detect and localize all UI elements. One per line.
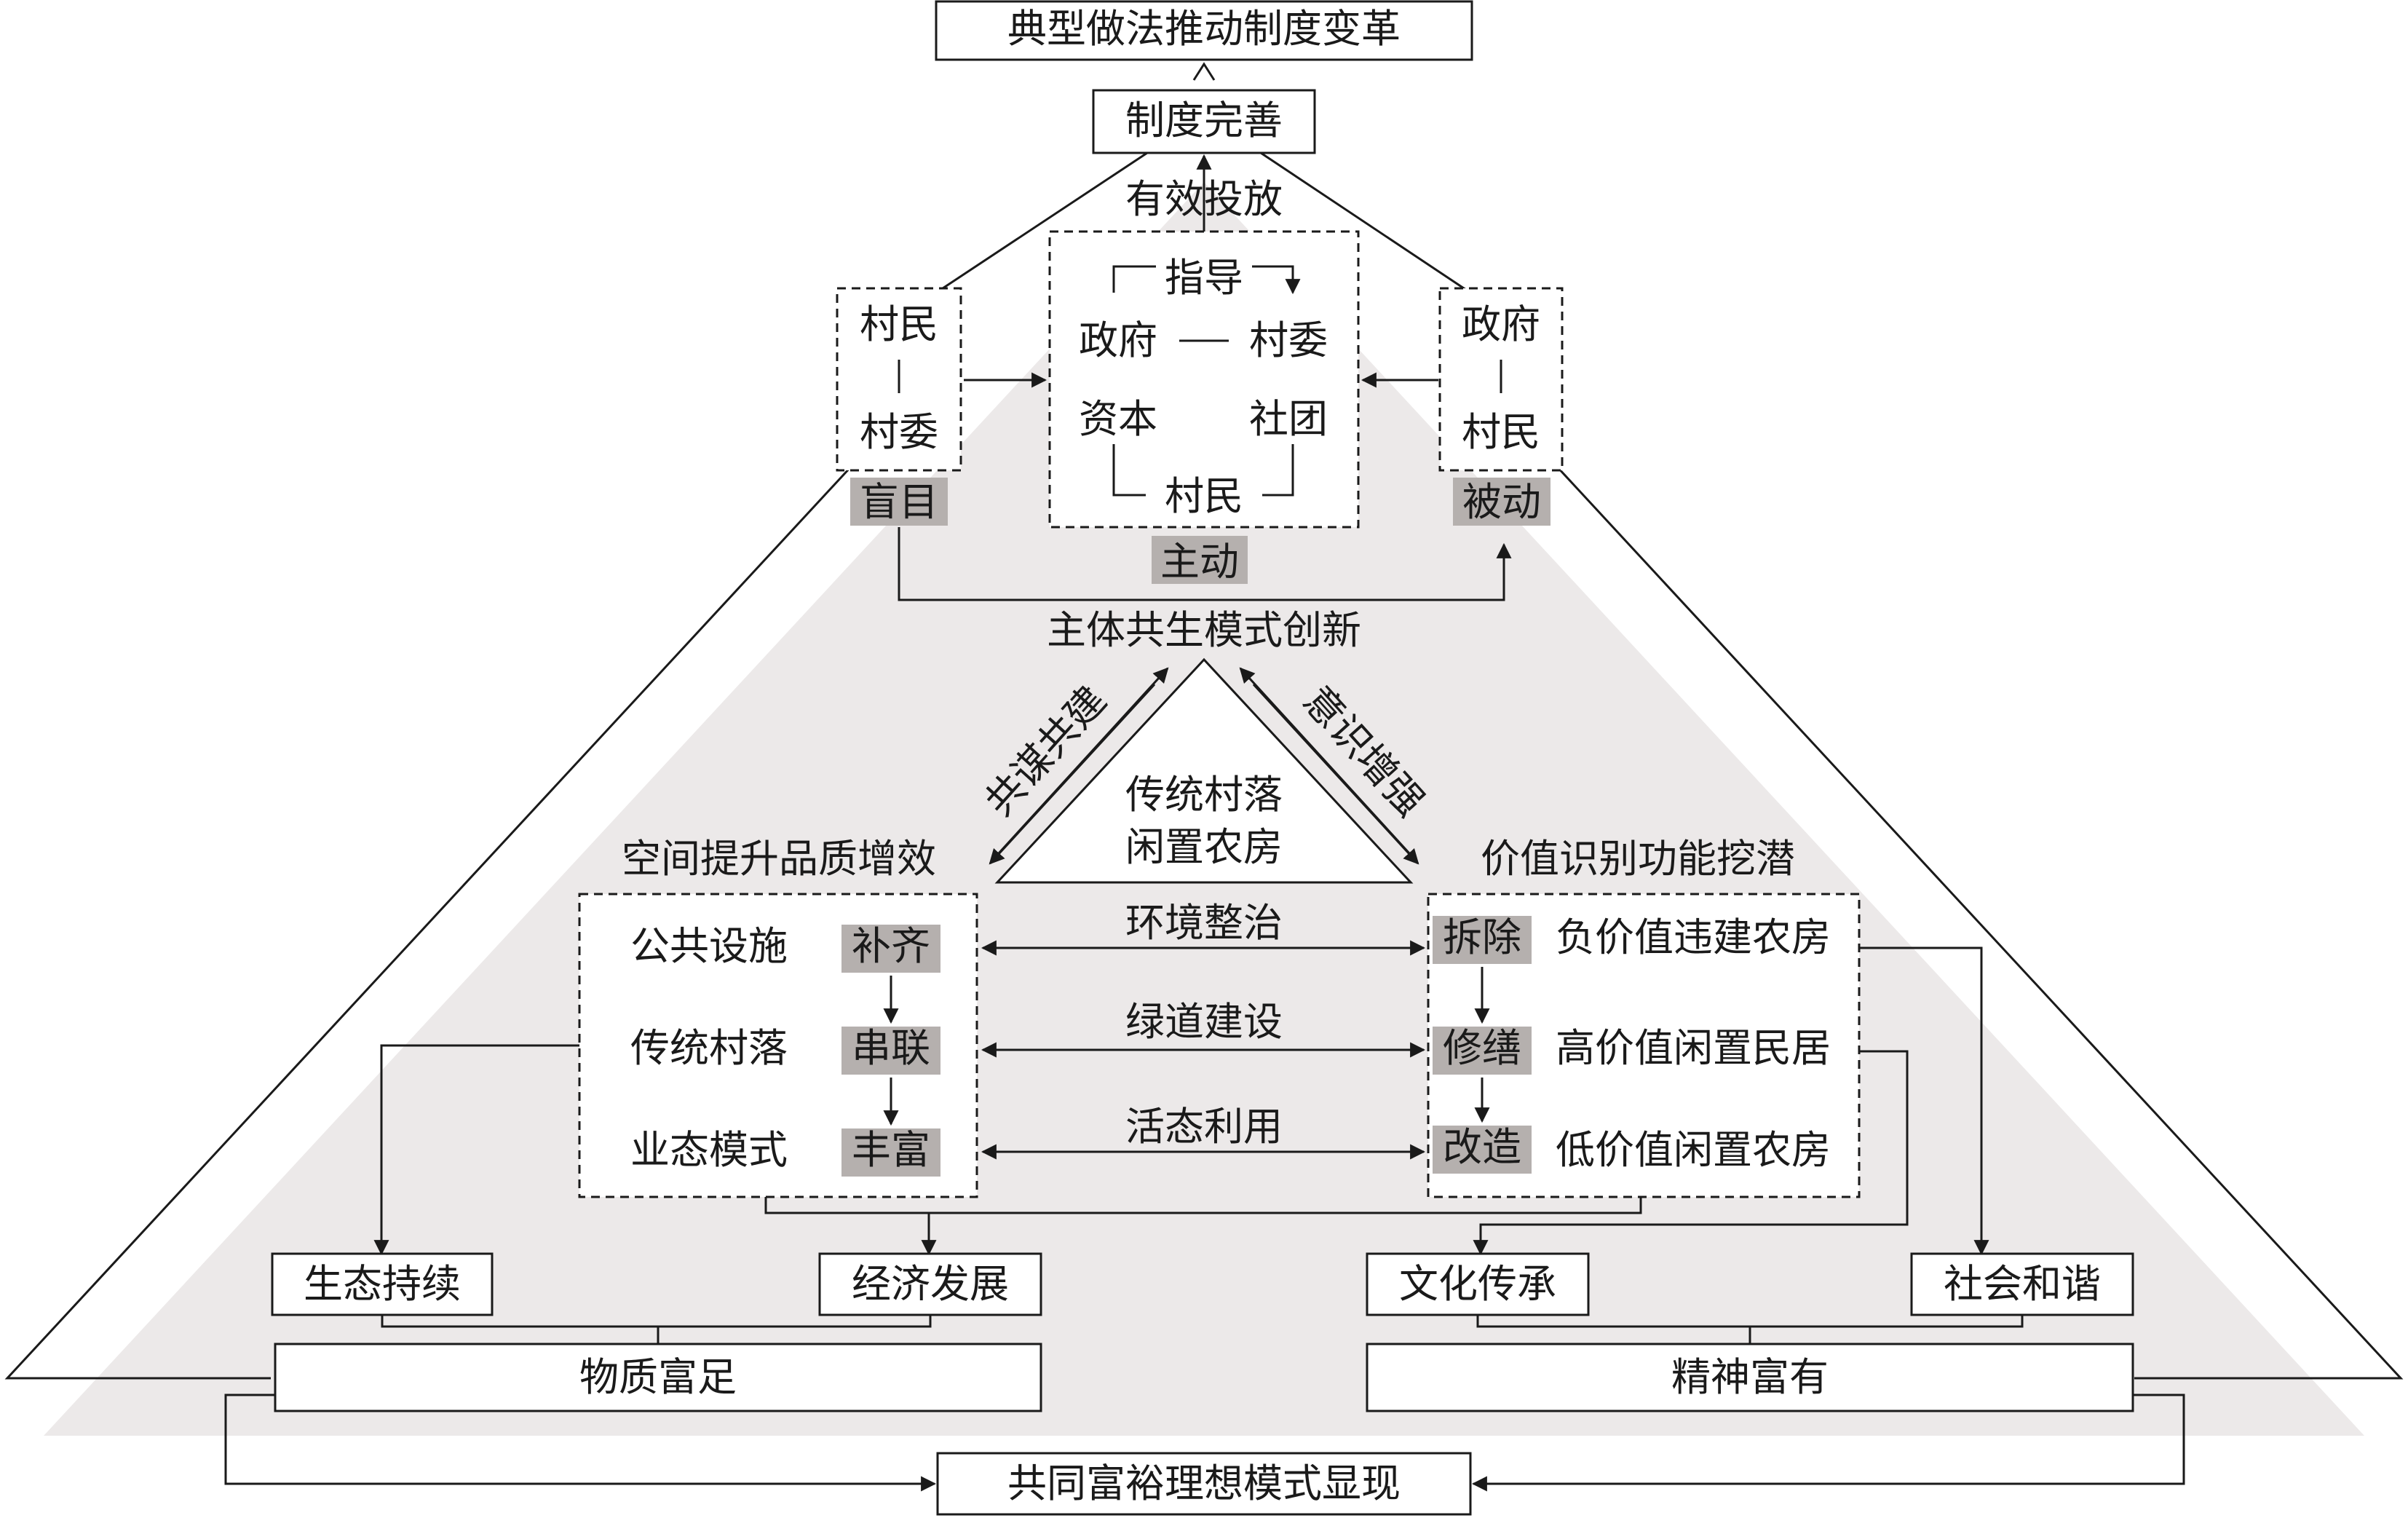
top-notch [1192, 62, 1216, 81]
value-row-2-item: 高价值闲置民居 [1556, 1025, 1831, 1071]
link-label-2: 绿道建设 [1125, 999, 1283, 1045]
material-box [274, 1343, 1042, 1412]
innovation-label: 主体共生模式创新 [1047, 607, 1361, 653]
title-box [935, 0, 1473, 61]
social-label: 社会和谐 [1944, 1261, 2101, 1307]
value-row-1-highlight [1433, 916, 1532, 964]
left-committee: 村委 [860, 409, 938, 455]
econ-label: 经济发展 [852, 1261, 1009, 1307]
left-edge-arrow-down [989, 683, 1156, 865]
blind-highlight [850, 478, 948, 526]
system-text: 制度完善 [1125, 98, 1283, 143]
guide-label: 指导 [1165, 255, 1243, 301]
culture-label: 文化传承 [1399, 1261, 1556, 1307]
link-label-3: 活态利用 [1125, 1104, 1283, 1150]
ideal-box [936, 1452, 1472, 1516]
core-line1: 传统村落 [1125, 772, 1283, 818]
value-row-1-action: 拆除 [1443, 914, 1521, 960]
center-capital: 资本 [1079, 396, 1157, 442]
core-triangle [994, 657, 1414, 884]
eco-box [271, 1252, 494, 1316]
eco-label: 生态持续 [304, 1261, 461, 1307]
spiritual-box [1366, 1343, 2134, 1412]
blind-label: 盲目 [860, 479, 938, 525]
space-to-eco-connector [373, 1044, 579, 1256]
center-villagers: 村民 [1165, 473, 1243, 519]
value-row-3-action: 改造 [1443, 1124, 1521, 1170]
value-row-3-highlight [1433, 1126, 1532, 1174]
spiritual-to-ideal [1471, 1394, 2185, 1492]
system-box [1092, 89, 1316, 154]
outer-triangle-lines [4, 151, 2404, 1380]
value-row-3-item: 低价值闲置农房 [1556, 1127, 1831, 1173]
right-edge-arrow-down [1252, 683, 1419, 865]
center-association: 社团 [1249, 396, 1328, 442]
material-to-ideal [224, 1394, 937, 1492]
right-government: 政府 [1462, 301, 1540, 347]
passive-label: 被动 [1462, 479, 1541, 525]
social-box [1910, 1252, 2134, 1316]
culture-box [1366, 1252, 1590, 1316]
core-line2: 闲置农房 [1125, 824, 1283, 870]
econ-box [818, 1252, 1042, 1316]
space-row-1-highlight [841, 925, 940, 973]
value-row-2-highlight [1433, 1027, 1532, 1075]
ideal-label: 共同富裕理想模式显现 [1007, 1460, 1401, 1506]
link-label-1: 环境整治 [1125, 900, 1283, 946]
passive-highlight [1453, 478, 1550, 526]
material-bracket [381, 1315, 932, 1328]
space-row-1-item: 公共设施 [630, 923, 788, 969]
space-row-1-action: 补齐 [852, 923, 930, 969]
space-row-2-highlight [841, 1027, 940, 1075]
bottom-merge-line [764, 1197, 1642, 1214]
value-title: 价值识别功能挖潜 [1481, 836, 1795, 882]
center-committee: 村委 [1249, 317, 1328, 363]
active-label: 主动 [1160, 539, 1239, 585]
space-row-3-highlight [841, 1128, 940, 1177]
space-row-3-action: 丰富 [852, 1127, 930, 1173]
space-title: 空间提升品质增效 [622, 836, 936, 882]
space-row-3-item: 业态模式 [630, 1127, 788, 1173]
guide-label-bg [1156, 255, 1252, 299]
value-to-social-connector [1859, 946, 1989, 1256]
center-government: 政府 [1079, 317, 1157, 363]
value-row-2-action: 修缮 [1443, 1025, 1521, 1071]
value-row-1-item: 负价值违建农房 [1556, 914, 1831, 960]
blind-passive-connector [898, 527, 1512, 601]
spiritual-label: 精神富有 [1671, 1354, 1829, 1400]
space-row-2-action: 串联 [852, 1025, 930, 1071]
space-row-2-item: 传统村落 [630, 1025, 788, 1071]
right-villagers: 村民 [1462, 409, 1540, 455]
title-text: 典型做法推动制度变革 [1007, 6, 1401, 52]
value-to-culture-connector [1473, 1050, 1909, 1256]
left-villagers: 村民 [860, 301, 938, 347]
material-label: 物质富足 [579, 1354, 737, 1400]
active-highlight [1152, 536, 1248, 584]
villagers-label-bg [1146, 475, 1262, 518]
